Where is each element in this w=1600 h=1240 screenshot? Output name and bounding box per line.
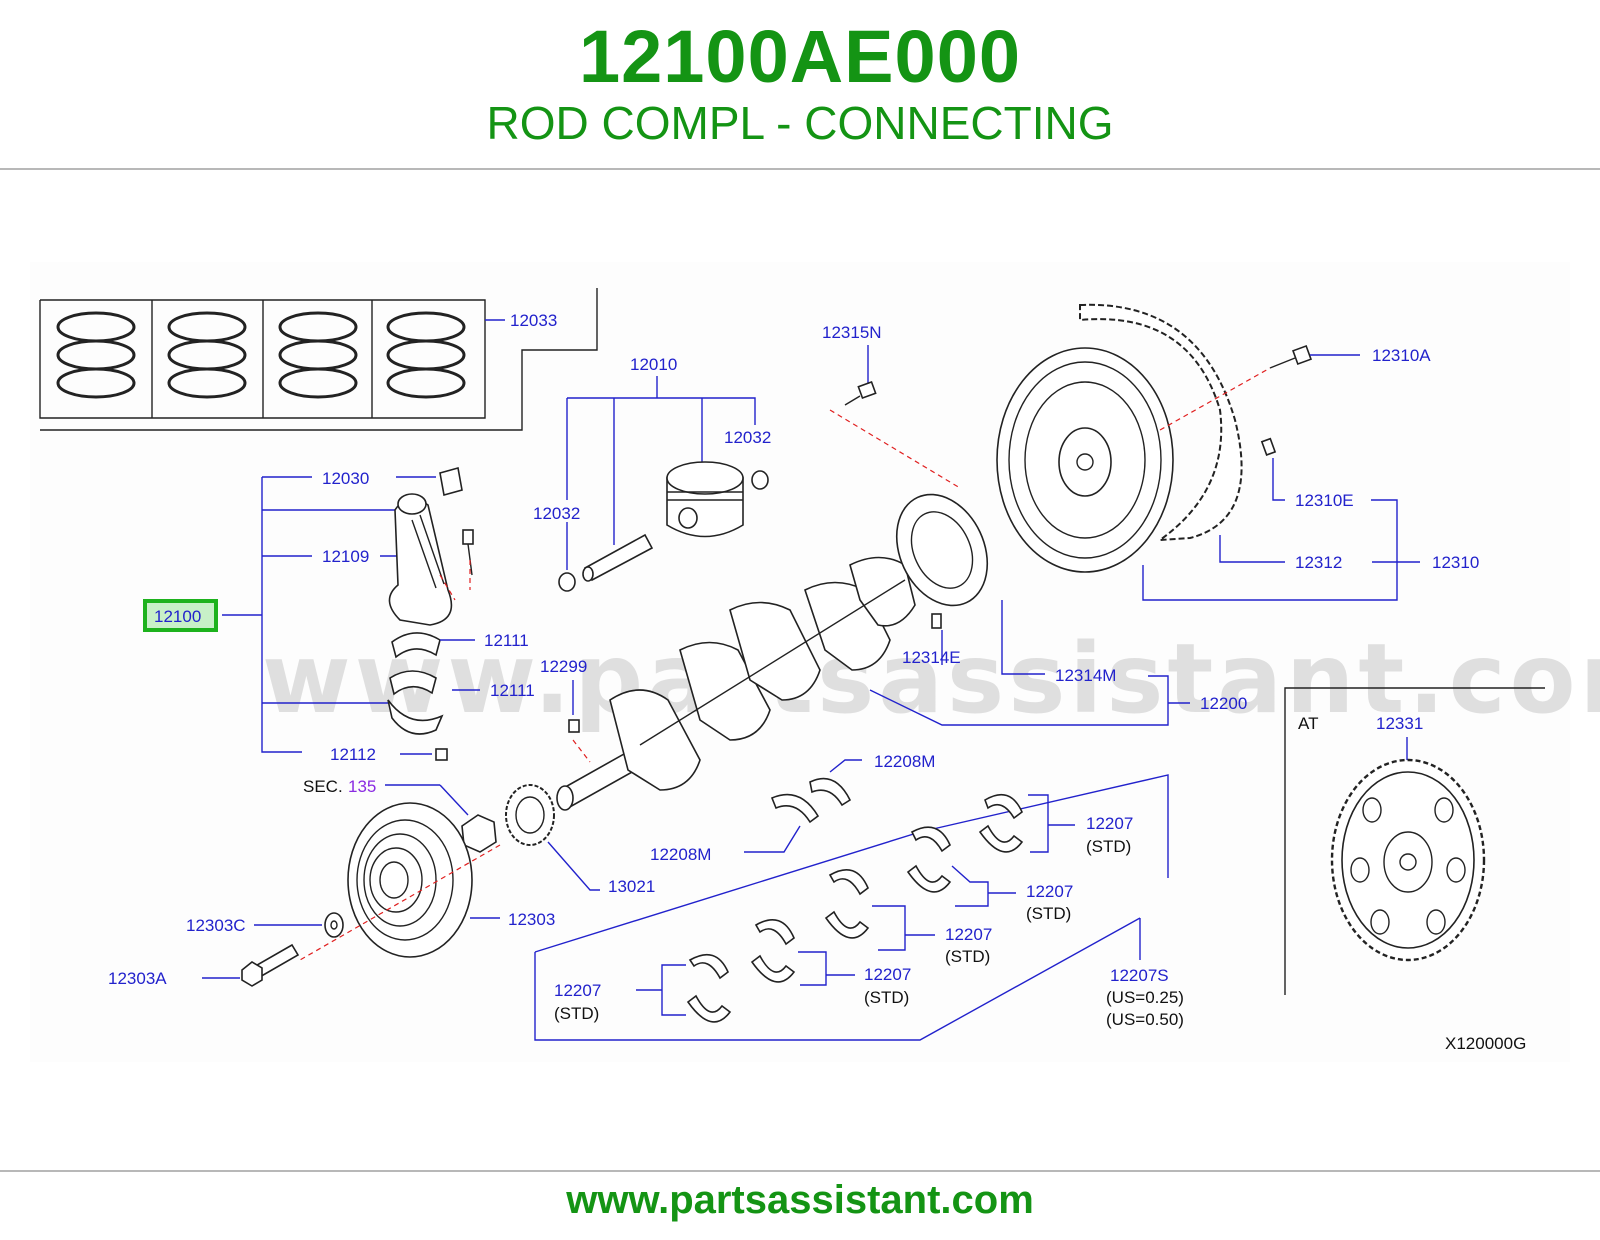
label-12299[interactable]: 12299 xyxy=(540,657,587,676)
label-12303[interactable]: 12303 xyxy=(508,910,555,929)
piston-ring-set xyxy=(39,288,598,431)
label-12111-lower[interactable]: 12111 xyxy=(490,681,535,700)
at-label: AT xyxy=(1298,714,1318,733)
label-12207-1-std: (STD) xyxy=(1086,837,1131,856)
diagram-code: X120000G xyxy=(1445,1034,1526,1053)
label-12207-2-std: (STD) xyxy=(1026,904,1071,923)
crank-pulley xyxy=(347,802,473,958)
label-12112[interactable]: 12112 xyxy=(330,745,376,764)
main-bearing-3 xyxy=(824,868,870,939)
label-12207-2[interactable]: 12207 xyxy=(1026,882,1073,901)
main-bearing-4 xyxy=(750,918,796,983)
part-description: ROD COMPL - CONNECTING xyxy=(486,97,1114,149)
label-12100[interactable]: 12100 xyxy=(154,607,201,626)
dowel-pin-12314E xyxy=(931,613,942,629)
label-12200[interactable]: 12200 xyxy=(1200,694,1247,713)
label-12207-3-std: (STD) xyxy=(945,947,990,966)
thrust-bearing-lower xyxy=(770,793,820,824)
label-12111-upper[interactable]: 12111 xyxy=(484,631,529,650)
thrust-bearing-upper xyxy=(809,777,852,807)
reluctor-plate xyxy=(895,493,989,607)
label-12314M[interactable]: 12314M xyxy=(1055,666,1116,685)
highlight-box-12100 xyxy=(143,599,218,632)
section-number-link[interactable]: 135 xyxy=(348,777,376,796)
label-12207-4[interactable]: 12207 xyxy=(864,965,911,984)
snap-ring-lower xyxy=(558,572,576,592)
rod-bolt xyxy=(462,529,474,576)
main-bearing-1 xyxy=(978,793,1024,853)
label-12030[interactable]: 12030 xyxy=(322,469,369,488)
main-bearing-2 xyxy=(906,826,952,893)
label-12310A[interactable]: 12310A xyxy=(1372,346,1431,365)
label-12315N[interactable]: 12315N xyxy=(822,323,882,342)
connecting-rod xyxy=(388,493,453,626)
flywheel xyxy=(996,303,1243,573)
part-number-title: 12100AE000 xyxy=(578,15,1022,98)
footer-website-link[interactable]: www.partsassistant.com xyxy=(566,1178,1034,1222)
label-12207S-us025: (US=0.25) xyxy=(1106,988,1184,1007)
label-12331[interactable]: 12331 xyxy=(1376,714,1423,733)
rod-nut xyxy=(435,748,448,761)
rod-bearing-upper xyxy=(391,632,441,659)
footer-divider xyxy=(0,1170,1600,1172)
flywheel-bolt-12310A xyxy=(1269,345,1312,369)
label-12032-upper[interactable]: 12032 xyxy=(724,428,771,447)
small-end-bushing xyxy=(439,466,463,497)
label-12207-3[interactable]: 12207 xyxy=(945,925,992,944)
label-12010[interactable]: 12010 xyxy=(630,355,677,374)
header-divider xyxy=(0,168,1600,170)
piston-pin xyxy=(582,533,654,582)
watermark: www.partsassistant.com xyxy=(262,623,1600,735)
label-13021[interactable]: 13021 xyxy=(608,877,655,896)
dowel-pin-12310E xyxy=(1260,437,1277,456)
label-12109[interactable]: 12109 xyxy=(322,547,369,566)
woodruff-key xyxy=(568,719,580,733)
main-bearing-5 xyxy=(686,953,732,1023)
label-12310E[interactable]: 12310E xyxy=(1295,491,1354,510)
label-12207S[interactable]: 12207S xyxy=(1110,966,1169,985)
label-12314E[interactable]: 12314E xyxy=(902,648,961,667)
label-12303A[interactable]: 12303A xyxy=(108,969,167,988)
label-12207-5-std: (STD) xyxy=(554,1004,599,1023)
label-12312[interactable]: 12312 xyxy=(1295,553,1342,572)
crank-sprocket xyxy=(505,784,555,846)
rod-bearing-lower xyxy=(387,670,444,735)
drive-plate xyxy=(1330,758,1486,962)
pulley-bolt xyxy=(241,943,300,987)
label-12207-5[interactable]: 12207 xyxy=(554,981,601,1000)
label-12310[interactable]: 12310 xyxy=(1432,553,1479,572)
label-12207-1[interactable]: 12207 xyxy=(1086,814,1133,833)
pulley-washer xyxy=(324,912,344,938)
label-12207S-us050: (US=0.50) xyxy=(1106,1010,1184,1029)
label-12208M-upper[interactable]: 12208M xyxy=(874,752,935,771)
label-12303C[interactable]: 12303C xyxy=(186,916,246,935)
section-prefix: SEC. xyxy=(303,777,343,796)
flywheel-bolt-12315N xyxy=(844,380,877,406)
snap-ring-upper xyxy=(751,470,769,490)
label-12032-lower[interactable]: 12032 xyxy=(533,504,580,523)
piston xyxy=(666,461,744,538)
label-12207-4-std: (STD) xyxy=(864,988,909,1007)
crankshaft xyxy=(556,556,916,811)
label-12033[interactable]: 12033 xyxy=(510,311,557,330)
label-12208M-lower[interactable]: 12208M xyxy=(650,845,711,864)
